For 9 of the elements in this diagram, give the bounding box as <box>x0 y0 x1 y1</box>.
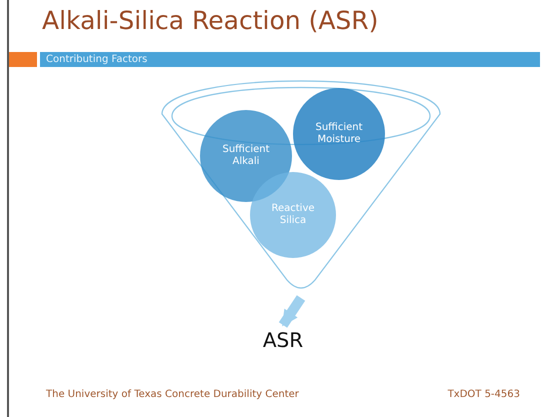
result-label: ASR <box>243 328 323 352</box>
footer-text: The University of Texas Concrete Durability Center <box>46 389 299 400</box>
factor-circle: Sufficient Moisture <box>293 88 385 180</box>
arrow <box>278 295 306 328</box>
factor-circle: Reactive Silica <box>250 172 336 258</box>
factor-circle: Sufficient Alkali <box>200 110 292 202</box>
footer-text: TxDOT 5-4563 <box>448 389 520 400</box>
section-heading: Contributing Factors <box>46 53 148 67</box>
slide-title: Alkali-Silica Reaction (ASR) <box>42 6 378 35</box>
